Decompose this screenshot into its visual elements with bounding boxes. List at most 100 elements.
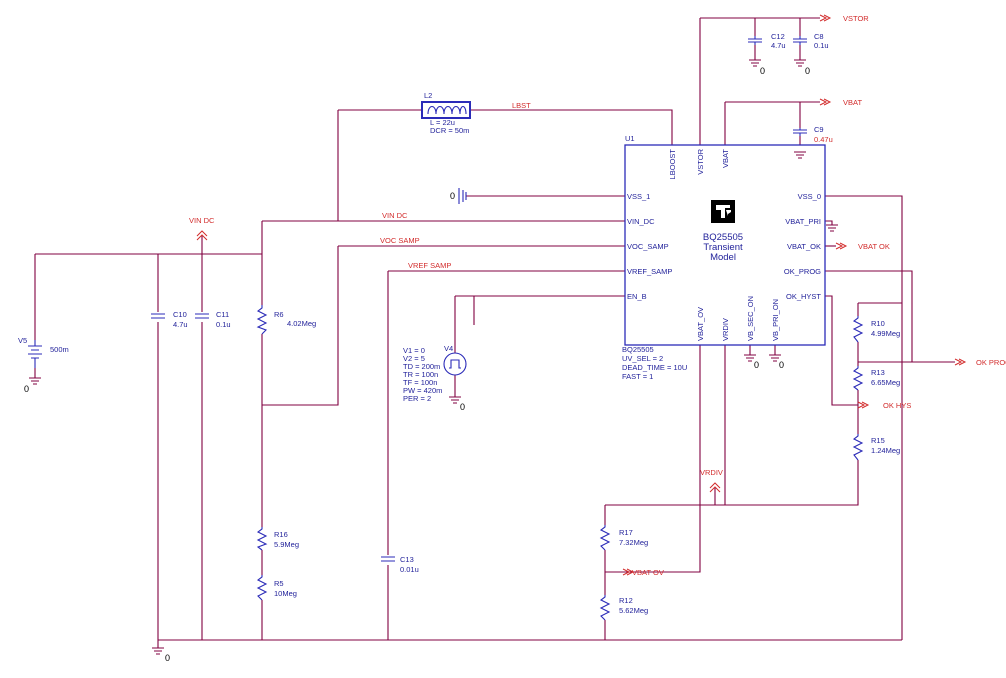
c13-value: 0.01u [400, 565, 419, 574]
net-flag-vrdiv: VRDIV [700, 468, 723, 493]
wire-vbat-ov [605, 345, 701, 573]
battery-source-v5: V5 500m [18, 336, 69, 368]
net-flag-vbat-ok: VBAT OK [835, 242, 890, 251]
wire-vb-on [749, 345, 776, 355]
c9-value: 0.47u [814, 135, 833, 144]
r6-ref: R6 [274, 310, 284, 319]
ic-param-dead-time: DEAD_TIME = 10U [622, 363, 687, 372]
v4-param-tr: TR = 100n [403, 370, 438, 379]
net-label-vbat-ok: VBAT OK [858, 242, 890, 251]
pin-vstor: VSTOR [696, 148, 705, 174]
net-flag-ok-prog: OK PROG [954, 358, 1006, 367]
r5-ref: R5 [274, 579, 284, 588]
r13-value: 6.65Meg [871, 378, 900, 387]
capacitor-c13: C13 0.01u [381, 555, 419, 574]
net-flag-ok-hys: OK HYS [857, 401, 911, 410]
v4-param-per: PER = 2 [403, 394, 431, 403]
ground-label: 0 [760, 66, 765, 76]
ground-icon-vbat-pri [826, 224, 838, 232]
ground-label: 0 [24, 384, 29, 394]
r16-value: 5.9Meg [274, 540, 299, 549]
ic-model-line3: Model [710, 252, 736, 263]
c12-value: 4.7u [771, 41, 786, 50]
wire-vin-dc [261, 220, 625, 305]
ground-icon-v5: 0 [24, 377, 41, 394]
ground-label: 0 [779, 360, 784, 370]
r10-ref: R10 [871, 319, 885, 328]
pin-vbat-pri: VBAT_PRI [785, 217, 821, 226]
net-label-voc-samp: VOC SAMP [380, 236, 420, 245]
c9-ref: C9 [814, 125, 824, 134]
resistor-r15: R15 1.24Meg [852, 434, 900, 461]
c13-ref: C13 [400, 555, 414, 564]
c10-value: 4.7u [173, 320, 188, 329]
ic-param-uv-sel: UV_SEL = 2 [622, 354, 663, 363]
r17-value: 7.32Meg [619, 538, 648, 547]
wire-vrdiv [714, 345, 726, 505]
net-flag-arrow-icon [954, 358, 967, 366]
net-label-vrdiv: VRDIV [700, 468, 723, 477]
wire-voc-samp [262, 245, 625, 406]
ic-model-line2: Transient [703, 242, 743, 253]
ground-icon-v4: 0 [449, 396, 465, 412]
c10-ref: C10 [173, 310, 187, 319]
ic-ref: U1 [625, 134, 635, 143]
capacitor-c11: C11 0.1u [195, 310, 231, 329]
wire-ok-hyst [825, 295, 858, 406]
net-flag-vbat: VBAT [819, 98, 862, 107]
r13-ref: R13 [871, 368, 885, 377]
ti-logo-icon [711, 200, 735, 223]
resistor-r10: R10 4.99Meg [852, 316, 900, 343]
net-flag-arrow-icon [709, 482, 721, 493]
ic-model-line1: BQ25505 [703, 232, 743, 243]
net-flag-arrow-icon [857, 401, 870, 409]
net-label-vin-dc-flag: VIN DC [189, 216, 215, 225]
wire-lbst [337, 109, 673, 221]
net-label-vref-samp: VREF SAMP [408, 261, 451, 270]
ic-body [624, 144, 826, 346]
r12-value: 5.62Meg [619, 606, 648, 615]
capacitor-c12: C12 4.7u [748, 32, 786, 50]
r17-ref: R17 [619, 528, 633, 537]
r5-value: 10Meg [274, 589, 297, 598]
resistor-r16: R16 5.9Meg [256, 527, 299, 551]
v4-param-v1: V1 = 0 [403, 346, 425, 355]
ground-label: 0 [754, 360, 759, 370]
ground-icon-c12: 0 [749, 59, 765, 76]
wire-vin-rail [34, 236, 262, 340]
r6-value: 4.02Meg [287, 319, 316, 328]
ic-param-fast: FAST = 1 [622, 372, 653, 381]
ground-label: 0 [805, 66, 810, 76]
wire-en-b [454, 295, 625, 397]
pin-vrdiv: VRDIV [721, 318, 730, 341]
net-flag-arrow-icon [819, 14, 832, 22]
capacitor-c10: C10 4.7u [151, 310, 188, 329]
ic-part: BQ25505 [622, 345, 654, 354]
c8-value: 0.1u [814, 41, 829, 50]
net-label-vstor: VSTOR [843, 14, 869, 23]
net-flag-vstor: VSTOR [819, 14, 869, 23]
pin-voc-samp: VOC_SAMP [627, 242, 669, 251]
pin-vbat-ov: VBAT_OV [696, 307, 705, 341]
ground-icon-main: 0 [152, 647, 170, 663]
v5-ref: V5 [18, 336, 27, 345]
pin-ok-prog: OK_PROG [784, 267, 821, 276]
wire-vbat [724, 101, 820, 145]
wire-vstor [699, 17, 820, 145]
inductor-l2: L2 L = 22u DCR = 50m [421, 91, 471, 135]
net-flag-arrow-icon [835, 242, 848, 250]
capacitor-c8: C8 0.1u [793, 32, 829, 50]
pin-vb-sec-on: VB_SEC_ON [746, 296, 755, 341]
l2-inductance: L = 22u [430, 118, 455, 127]
net-label-ok-hys: OK HYS [883, 401, 911, 410]
resistor-r13: R13 6.65Meg [852, 366, 900, 391]
vss1-ground-icon: 0 [450, 188, 467, 204]
pin-vb-pri-on: VB_PRI_ON [771, 299, 780, 341]
wires [34, 17, 955, 648]
l2-ref: L2 [424, 91, 432, 100]
ground-icon-c8: 0 [794, 59, 810, 76]
ground-icon-vb-pri-on: 0 [769, 354, 784, 370]
ic-u1: U1 BQ25505 Transient Model VSS_1 VIN_DC … [622, 134, 826, 381]
pin-vin-dc: VIN_DC [627, 217, 655, 226]
